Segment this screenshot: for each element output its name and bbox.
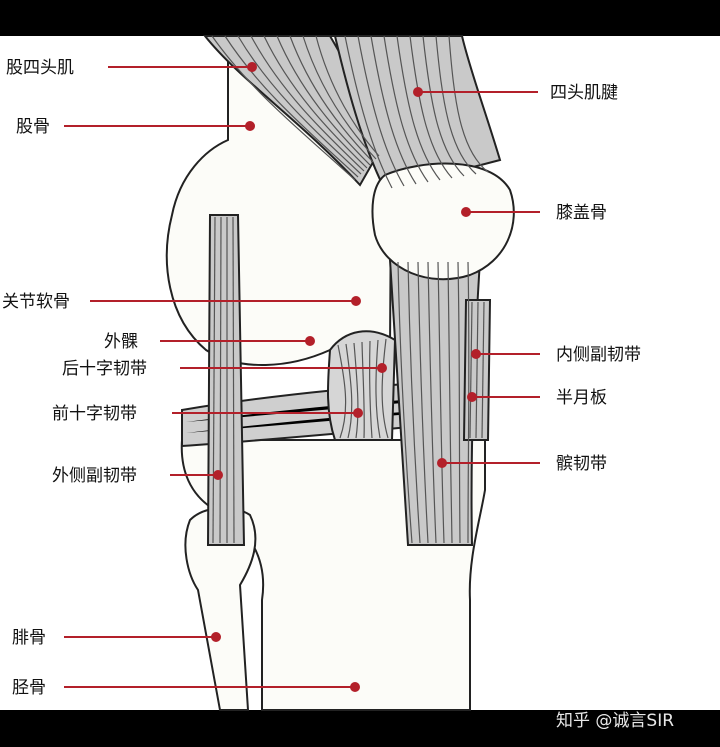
- ligament-fibers: [211, 35, 489, 544]
- label-articular-cartilage: 关节软骨: [2, 292, 361, 312]
- fiber-line: [250, 35, 365, 172]
- label-text: 前十字韧带: [52, 404, 137, 424]
- label-quad-tendon: 四头肌腱: [413, 83, 618, 103]
- fiber-line: [289, 35, 374, 163]
- fiber-line: [409, 35, 453, 179]
- label-femur: 股骨: [16, 117, 255, 137]
- fiber-line: [212, 216, 216, 544]
- fiber-line: [353, 342, 359, 439]
- fiber-line: [435, 35, 477, 175]
- label-text: 膝盖骨: [556, 203, 607, 223]
- fiber-line: [475, 301, 479, 439]
- fiber-line: [302, 35, 377, 160]
- label-text: 半月板: [556, 388, 607, 408]
- fiber-line: [397, 261, 413, 544]
- fiber-line: [383, 35, 429, 183]
- label-text: 内侧副韧带: [556, 345, 641, 365]
- fiber-line: [344, 35, 393, 189]
- fiber-line: [447, 261, 453, 544]
- fiber-line: [396, 35, 441, 181]
- fiber-line: [224, 35, 359, 178]
- label-text: 关节软骨: [2, 292, 70, 312]
- label-medial-collateral: 内侧副韧带: [471, 345, 641, 365]
- fiber-line: [361, 341, 365, 439]
- label-patellar-ligament: 髌韧带: [437, 454, 607, 474]
- fiber-line: [481, 301, 485, 439]
- fiber-line: [315, 35, 380, 157]
- fiber-line: [357, 35, 405, 187]
- lateral-collateral-shape: [206, 214, 246, 546]
- fiber-line: [375, 339, 381, 439]
- fiber-line: [407, 261, 421, 544]
- knee-illustration: [165, 35, 515, 711]
- fiber-line: [467, 261, 470, 544]
- fiber-line: [437, 261, 445, 544]
- label-posterior-cruciate: 后十字韧带: [62, 359, 387, 379]
- label-text: 髌韧带: [556, 454, 607, 474]
- label-tibia: 胫骨: [12, 678, 360, 698]
- fiber-line: [345, 343, 353, 439]
- fiber-line: [276, 35, 371, 166]
- label-text: 胫骨: [12, 678, 46, 698]
- label-text: 股骨: [16, 117, 50, 137]
- label-text: 外侧副韧带: [52, 466, 137, 486]
- label-text: 四头肌腱: [550, 83, 618, 103]
- fiber-line: [381, 338, 389, 439]
- fiber-line: [422, 35, 465, 177]
- fiber-line: [417, 261, 429, 544]
- label-text: 股四头肌: [6, 58, 74, 78]
- fiber-line: [370, 35, 417, 185]
- fiber-line: [369, 340, 373, 439]
- fiber-line: [337, 344, 347, 439]
- fiber-line: [469, 301, 473, 439]
- fiber-line: [263, 35, 368, 169]
- label-text: 后十字韧带: [62, 359, 147, 379]
- label-anterior-cruciate: 前十字韧带: [52, 404, 363, 424]
- watermark: 知乎 @诚言SIR: [556, 711, 674, 731]
- fiber-line: [211, 35, 356, 181]
- fiber-line: [219, 216, 222, 544]
- label-text: 腓骨: [12, 628, 46, 648]
- label-meniscus: 半月板: [467, 388, 607, 408]
- patella-bone: [371, 162, 515, 281]
- label-lateral-collateral: 外侧副韧带: [52, 466, 223, 486]
- label-layer: 股四头肌 股骨 关节软骨 外髁 后十字韧带 前十字韧带 外侧副韧带 腓骨: [2, 58, 641, 698]
- fiber-line: [448, 35, 489, 173]
- fiber-line: [457, 261, 461, 544]
- label-fibula: 腓骨: [12, 628, 221, 648]
- fiber-line: [427, 261, 437, 544]
- label-patella: 膝盖骨: [461, 203, 607, 223]
- fiber-line: [237, 35, 362, 175]
- label-quad-muscle: 股四头肌: [6, 58, 257, 78]
- fiber-line: [232, 216, 235, 544]
- label-text: 外髁: [104, 332, 138, 352]
- label-lateral-condyle: 外髁: [104, 332, 315, 352]
